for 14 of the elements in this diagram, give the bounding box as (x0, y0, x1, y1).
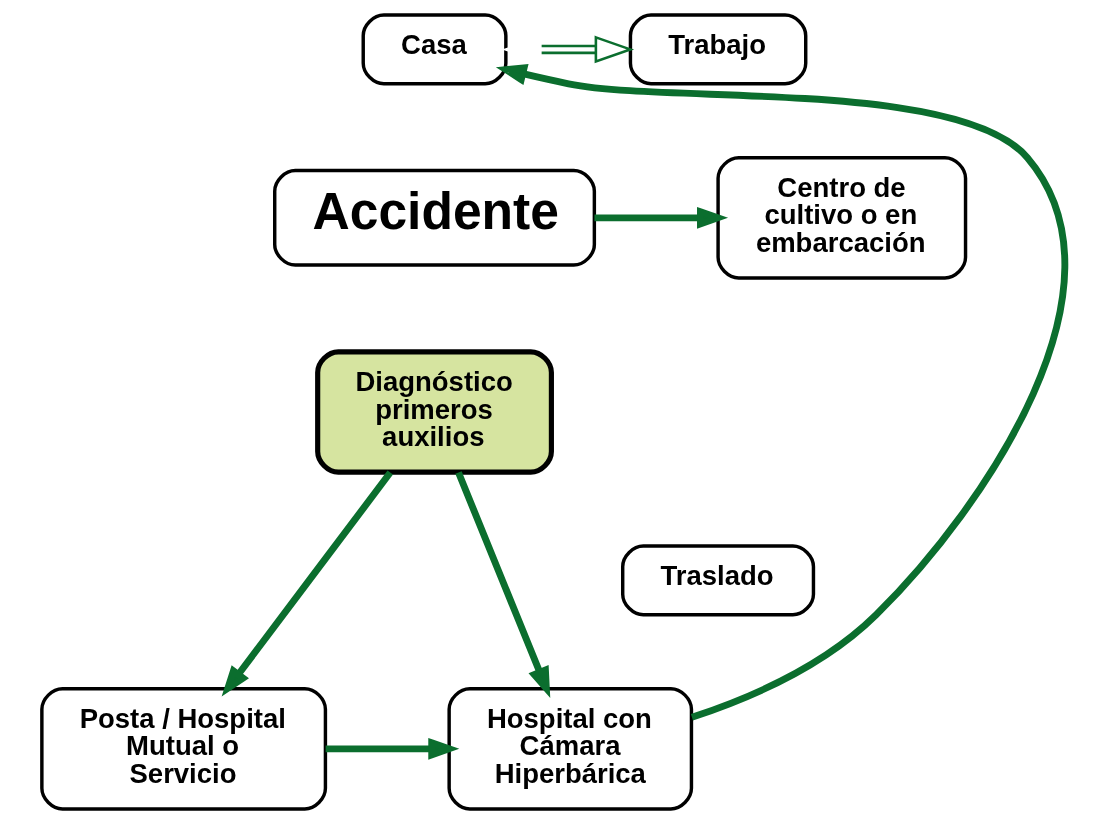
arrow (594, 206, 729, 229)
arrow (325, 737, 460, 760)
arrow (221, 470, 393, 697)
node-box: Casa (361, 13, 508, 86)
node-box: Centro de cultivo o en embarcación (716, 155, 968, 280)
arrow (502, 35, 635, 64)
arrow (495, 63, 1068, 721)
node-box: Hospital con Cámara Hiperbárica (447, 686, 694, 811)
node-box: Posta / Hospital Mutual o Servicio (40, 686, 328, 811)
node-box: Diagnóstico primeros auxilios (315, 349, 554, 475)
node-box: Trabajo (628, 13, 808, 86)
node-box: Traslado (621, 544, 816, 617)
arrow (455, 471, 551, 698)
node-box: Accidente (273, 168, 597, 267)
